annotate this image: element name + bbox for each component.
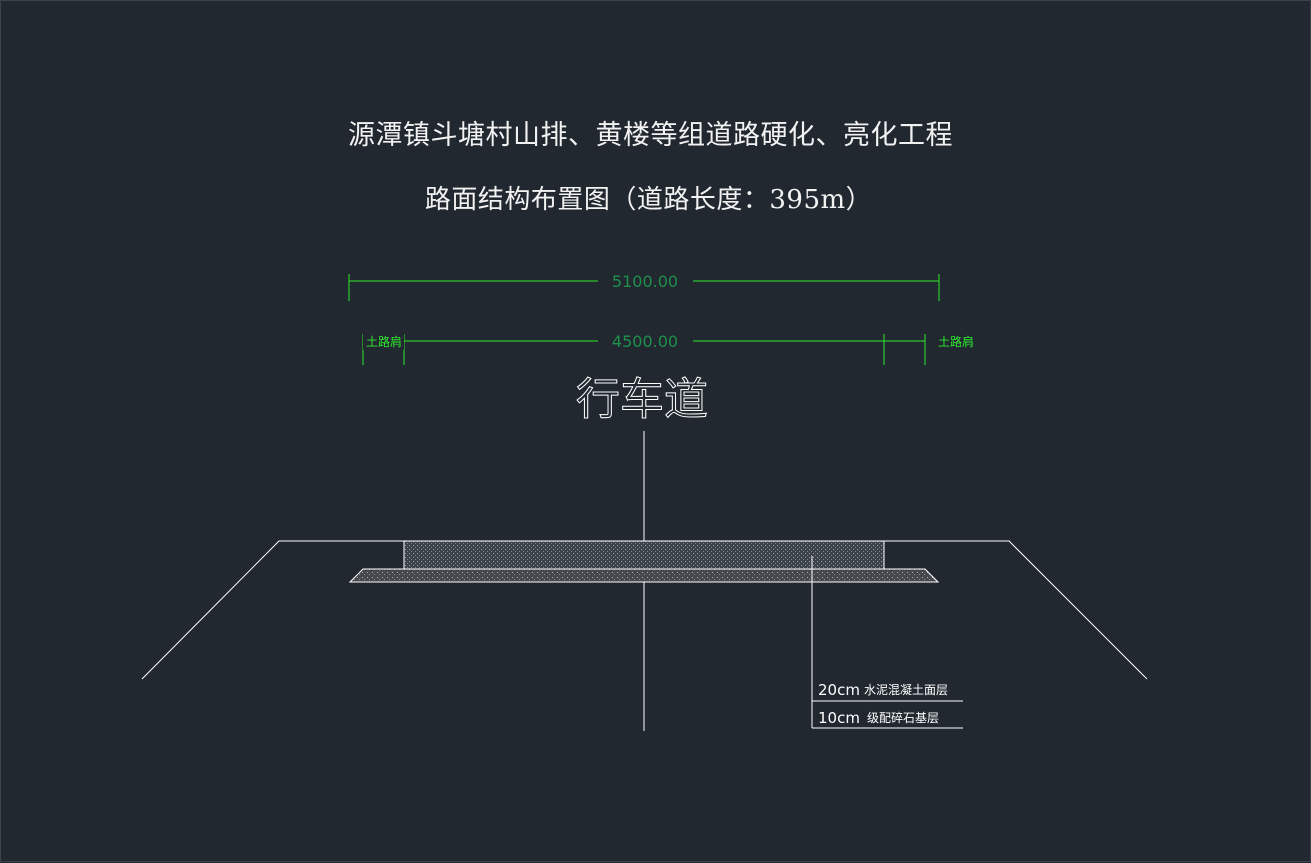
- shoulder-label-left: 土路肩: [366, 334, 402, 349]
- carriageway-label: 行车道: [576, 374, 708, 425]
- layer-2-material: 级配碎石基层: [867, 710, 939, 725]
- road-cross-section: [141, 540, 1148, 680]
- dimension-carriageway: 土路肩 4500.00 土路肩: [362, 331, 974, 365]
- gravel-base-layer: [348, 568, 940, 583]
- layer-1-thickness: 20cm: [818, 681, 860, 699]
- dimension-text-carriageway: 4500.00: [612, 332, 678, 351]
- drawing-title: 源潭镇斗塘村山排、黄楼等组道路硬化、亮化工程: [348, 120, 953, 151]
- layer-legend: 20cm 水泥混凝土面层 10cm 级配碎石基层: [811, 556, 963, 729]
- dimension-text-total: 5100.00: [612, 272, 678, 291]
- dimension-total-width: 5100.00: [348, 271, 940, 301]
- layer-1-material: 水泥混凝土面层: [864, 682, 948, 697]
- drawing-subtitle: 路面结构布置图（道路长度：395m）: [424, 185, 873, 215]
- shoulder-label-right: 土路肩: [938, 334, 974, 349]
- layer-2-thickness: 10cm: [818, 709, 860, 727]
- concrete-surface-layer: [403, 540, 885, 570]
